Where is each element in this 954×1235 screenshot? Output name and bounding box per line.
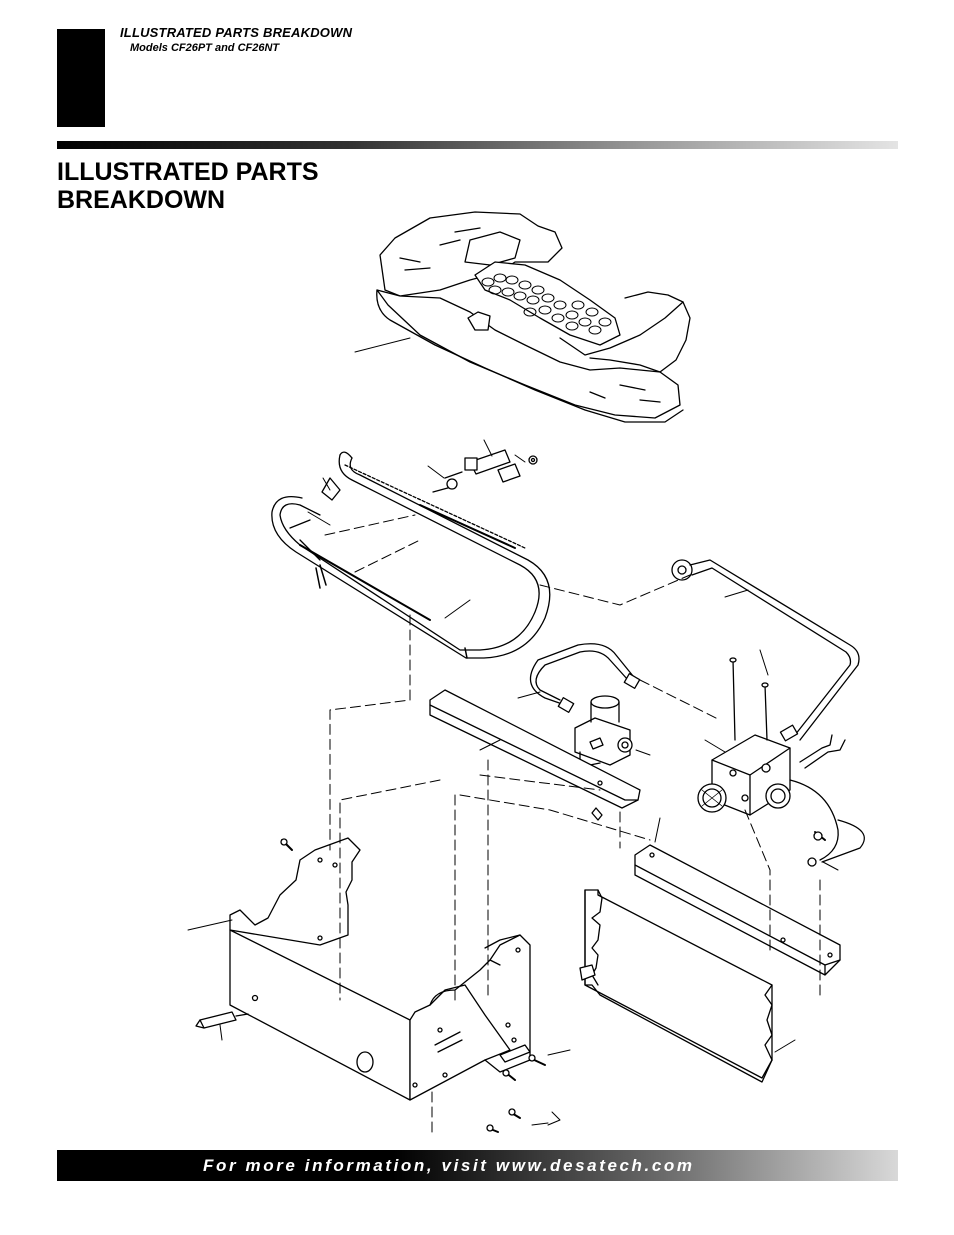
section-tab bbox=[57, 29, 105, 127]
assembly-lines bbox=[324, 514, 821, 1136]
burner-base bbox=[187, 837, 531, 1101]
page-title-line-2: BREAKDOWN bbox=[57, 186, 226, 214]
models-subtitle: Models CF26PT and CF26NT bbox=[130, 42, 280, 54]
valve-screws bbox=[729, 649, 769, 741]
log-set bbox=[354, 211, 691, 423]
header-gradient-rule bbox=[57, 141, 898, 149]
regulator bbox=[574, 695, 651, 766]
page-title-line-1: ILLUSTRATED PARTS bbox=[57, 158, 319, 186]
pilot-assembly bbox=[427, 439, 538, 493]
mounting-bracket-lower bbox=[634, 817, 841, 976]
piezo-igniter bbox=[195, 1011, 249, 1041]
regulator-tubing bbox=[517, 643, 641, 713]
gas-valve bbox=[697, 734, 846, 861]
section-header-title: ILLUSTRATED PARTS BREAKDOWN bbox=[120, 25, 353, 40]
footer-website-text: For more information, visit www.desatech… bbox=[203, 1156, 695, 1175]
page-title: ILLUSTRATED PARTS BREAKDOWN bbox=[57, 158, 319, 214]
burner-tube bbox=[271, 451, 551, 659]
gas-tubing bbox=[671, 559, 860, 742]
piezo-wire bbox=[807, 819, 865, 871]
footer-bar: For more information, visit www.desatech… bbox=[57, 1150, 898, 1181]
log-embers bbox=[481, 273, 612, 335]
mounting-bracket-upper bbox=[429, 689, 641, 821]
base-screws bbox=[280, 838, 571, 1133]
front-panel bbox=[579, 889, 796, 1083]
